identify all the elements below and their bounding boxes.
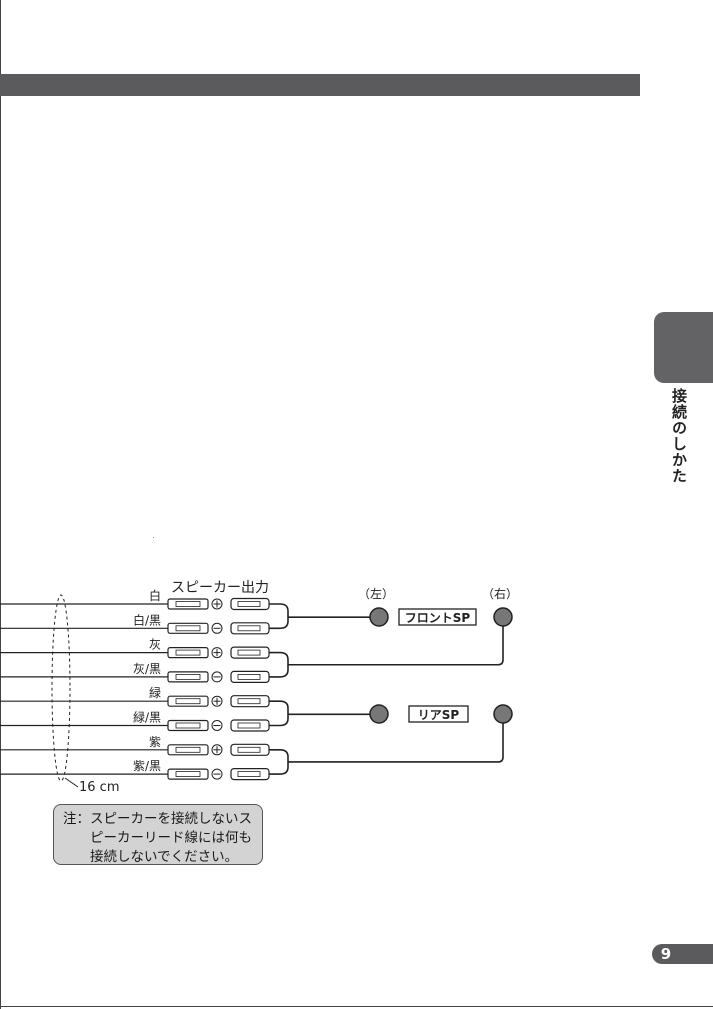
stray-dot	[153, 537, 154, 538]
length-label: 16 cm	[79, 780, 120, 795]
note-prefix: 注：	[63, 811, 90, 827]
diagram-title: スピーカー出力	[171, 580, 269, 596]
page-border-left	[0, 0, 1, 1009]
wire-color-label: 白	[149, 588, 161, 603]
wire-color-label: 白/黒	[133, 612, 161, 627]
female-connector-sleeve	[175, 625, 201, 632]
header-bar	[0, 74, 640, 96]
rear-left-speaker-terminal	[369, 704, 389, 724]
speaker-cable-loop	[269, 651, 289, 678]
page-number-badge: 9	[652, 944, 713, 964]
front-right-cable	[288, 626, 504, 666]
note-line-1: スピーカーを接続しないス	[90, 811, 252, 827]
female-connector-sleeve	[175, 649, 201, 656]
wire-color-label: 灰/黒	[133, 662, 161, 676]
section-tab-label: 接続のしかた	[670, 388, 688, 484]
page-number: 9	[660, 945, 672, 963]
front-right-speaker-terminal	[493, 607, 513, 627]
front-sp-label: フロントSP	[405, 611, 471, 625]
wire-color-label: 紫	[149, 735, 161, 749]
female-connector-sleeve	[175, 698, 201, 705]
speaker-cable-loop	[269, 603, 289, 630]
front-left-speaker-terminal	[369, 607, 389, 627]
note-line-2: ピーカーリード線には何も	[90, 830, 252, 846]
left-channel-label: （左）	[358, 586, 394, 601]
female-connector-sleeve	[175, 771, 201, 777]
wire-color-label: 緑	[149, 685, 161, 700]
section-tab	[654, 312, 713, 383]
length-leader-line	[64, 777, 79, 788]
note-line-3: 接続しないでください。	[90, 849, 239, 865]
wire-color-label: 灰	[149, 638, 161, 652]
rear-sp-label-box	[408, 705, 469, 723]
wire-color-label: 緑/黒	[133, 710, 161, 725]
page-border-bottom	[0, 1006, 713, 1007]
wire-color-label: 紫/黒	[133, 759, 161, 773]
rear-right-cable	[288, 723, 504, 763]
male-connector-pin	[237, 625, 261, 632]
speaker-cable-loop	[269, 749, 289, 775]
male-connector-pin	[237, 698, 261, 705]
rear-right-speaker-terminal	[493, 704, 513, 724]
female-connector-sleeve	[175, 722, 201, 729]
male-connector-pin	[237, 674, 261, 680]
male-connector-pin	[237, 601, 261, 607]
female-connector-sleeve	[175, 601, 201, 607]
right-channel-label: （右）	[482, 586, 518, 601]
rear-sp-label: リアSP	[418, 708, 460, 722]
male-connector-pin	[237, 722, 261, 729]
male-connector-pin	[237, 771, 261, 777]
wire-bundle-marker	[51, 594, 71, 782]
front-sp-label-box	[398, 608, 477, 626]
male-connector-pin	[237, 649, 261, 656]
female-connector-sleeve	[175, 674, 201, 680]
male-connector-pin	[237, 746, 261, 753]
female-connector-sleeve	[175, 746, 201, 753]
note-box: 注： スピーカーを接続しないス ピーカーリード線には何も 接続しないでください。	[53, 804, 263, 865]
speaker-cable-loop	[269, 700, 289, 727]
